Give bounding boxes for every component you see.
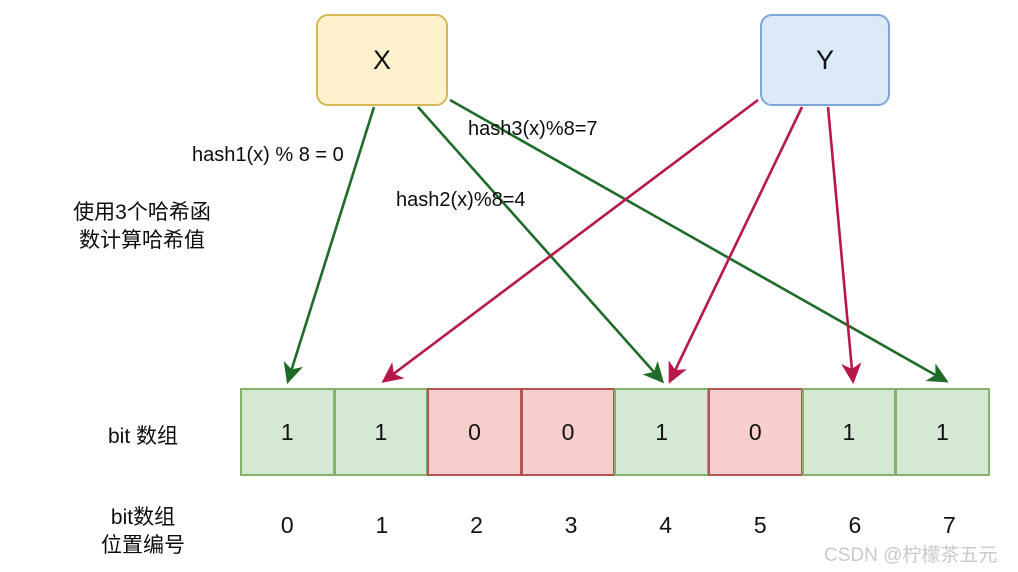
- bit-index-row-label: bit数组 位置编号: [48, 504, 238, 559]
- node-y-label: Y: [815, 44, 834, 75]
- watermark: CSDN @柠檬茶五元: [824, 545, 998, 566]
- edge-y-to-bit4: [668, 106, 804, 384]
- bit-index-row-label-line2: 位置编号: [101, 533, 185, 557]
- bit-index-cell: 0: [280, 512, 294, 538]
- edge-label-hash3: hash3(x)%8=7: [468, 118, 598, 140]
- bit-cell[interactable]: 0: [427, 388, 522, 476]
- bit-index-cell: 7: [943, 512, 956, 538]
- edge-x-to-bit4: [417, 106, 665, 384]
- side-note-line2: 数计算哈希值: [79, 228, 205, 252]
- edge-label-hash2: hash2(x)%8=4: [396, 189, 526, 211]
- side-note: 使用3个哈希函 数计算哈希值: [42, 199, 242, 254]
- node-y[interactable]: Y: [760, 14, 890, 106]
- bit-cell[interactable]: 1: [240, 388, 335, 476]
- edge-label-hash1: hash1(x) % 8 = 0: [192, 144, 344, 166]
- node-x[interactable]: X: [316, 14, 448, 106]
- bit-cell[interactable]: 1: [801, 388, 897, 476]
- bit-index-cell: 4: [659, 512, 673, 538]
- edge-x-to-bit7: [449, 98, 949, 383]
- bit-cell[interactable]: 1: [895, 388, 990, 476]
- bit-index-cell: 1: [375, 512, 389, 538]
- bit-cell[interactable]: 0: [707, 388, 803, 476]
- bit-index-cell: 2: [470, 512, 483, 538]
- node-x-label: X: [372, 44, 391, 75]
- bit-cell[interactable]: 1: [333, 388, 429, 476]
- bit-index-cell: 5: [753, 512, 767, 538]
- bit-array-row-label: bit 数组: [107, 425, 178, 448]
- bit-index-row: 0 1 2 3 4 5 6 7: [240, 512, 997, 539]
- bit-index-cell: 3: [564, 512, 578, 538]
- bit-index-cell: 6: [848, 512, 862, 538]
- bit-cell[interactable]: 1: [614, 388, 709, 476]
- edge-y-to-bit1: [381, 98, 759, 383]
- bit-cell[interactable]: 0: [520, 388, 616, 476]
- bit-index-row-label-line1: bit数组: [110, 506, 176, 529]
- side-note-line1: 使用3个哈希函: [73, 201, 211, 224]
- edge-y-to-bit6: [826, 106, 862, 385]
